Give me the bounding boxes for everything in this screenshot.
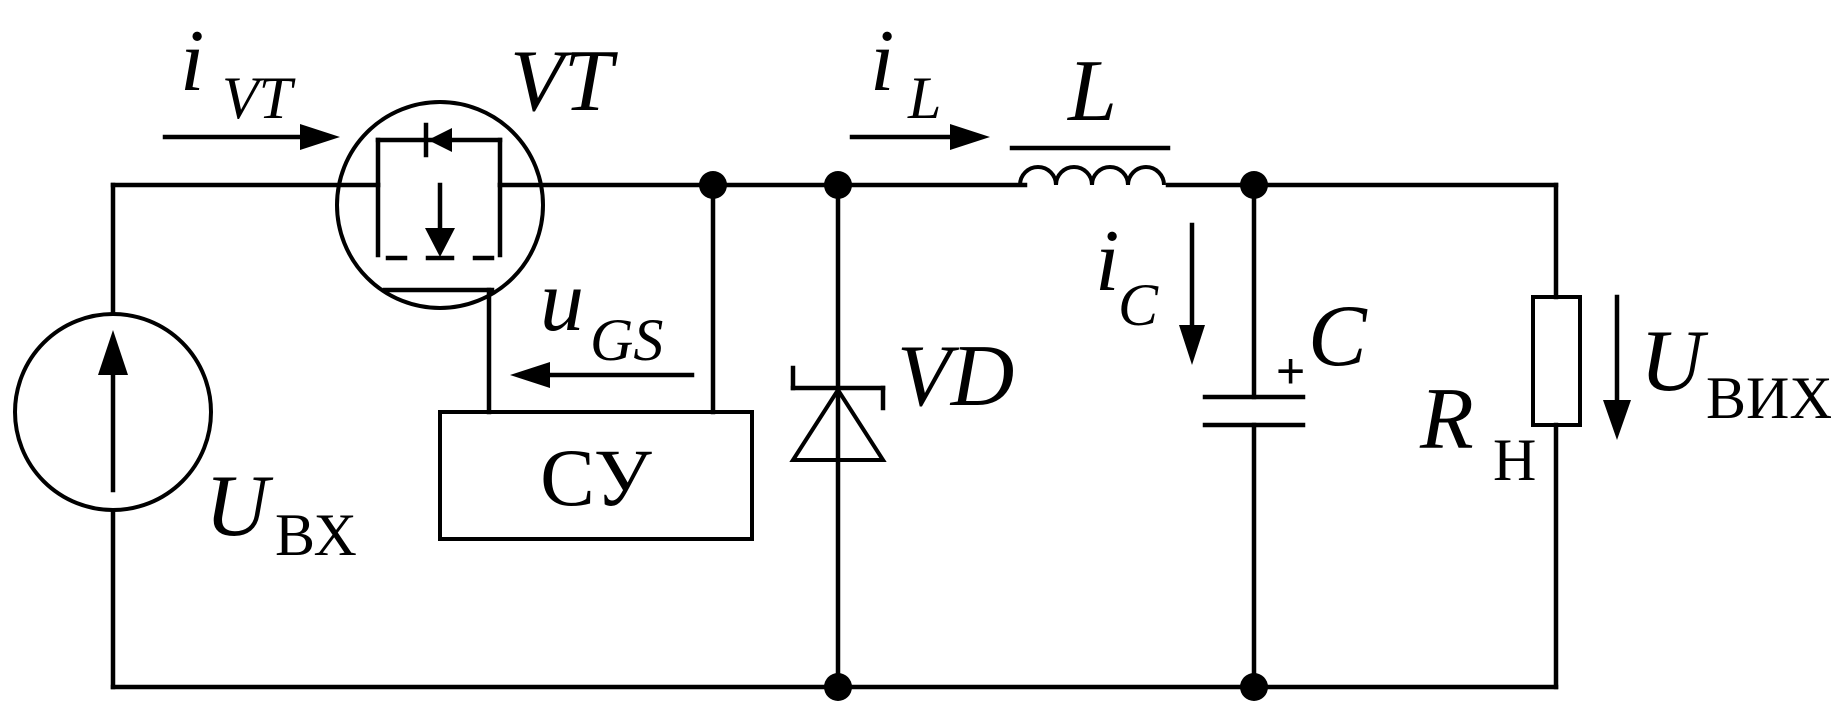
junction-dot: [824, 171, 852, 199]
transistor-current-arrow: [162, 124, 340, 150]
inductor: [1009, 145, 1171, 186]
output-voltage-label: U: [1640, 313, 1709, 410]
output-voltage-subscript: ВИХ: [1706, 365, 1831, 431]
output-voltage-arrow: [1603, 294, 1631, 440]
junction-dot: [1240, 171, 1268, 199]
capacitor-label: C: [1308, 288, 1368, 385]
capacitor-current-label: i: [1095, 213, 1119, 310]
inductor-current-arrow: [849, 124, 990, 150]
diode-label: VD: [897, 328, 1014, 425]
capacitor-current-subscript: C: [1118, 272, 1159, 338]
load-resistor-subscript: Н: [1493, 427, 1536, 493]
gate-voltage-arrow: [510, 362, 695, 388]
input-voltage-subscript: ВХ: [275, 502, 357, 568]
junction-dot: [699, 171, 727, 199]
control-unit-label: СУ: [540, 432, 653, 523]
junction-dot: [824, 673, 852, 701]
control-unit-box: [438, 410, 754, 541]
capacitor: [1202, 394, 1306, 428]
capacitor-current-arrow: [1179, 222, 1205, 365]
mosfet-transistor: [335, 100, 545, 310]
inductor-current-label: i: [870, 13, 894, 110]
transistor-current-subscript: VT: [222, 65, 296, 131]
wires: [110, 182, 1559, 690]
load-resistor-label: R: [1419, 371, 1474, 468]
inductor-current-subscript: L: [907, 65, 941, 131]
junction-dot: [1240, 673, 1268, 701]
load-resistor: [1531, 295, 1582, 427]
inductor-label: L: [1066, 43, 1117, 140]
freewheeling-diode: [789, 365, 887, 462]
transistor-label: VT: [510, 33, 619, 130]
junction-dots: [699, 171, 1268, 701]
capacitor-polarity: +: [1276, 343, 1305, 399]
gate-voltage-label: u: [540, 253, 584, 350]
gate-voltage-subscript: GS: [590, 307, 663, 373]
transistor-current-label: i: [180, 13, 204, 110]
input-voltage-label: U: [205, 458, 274, 555]
input-voltage-source: [13, 312, 213, 512]
